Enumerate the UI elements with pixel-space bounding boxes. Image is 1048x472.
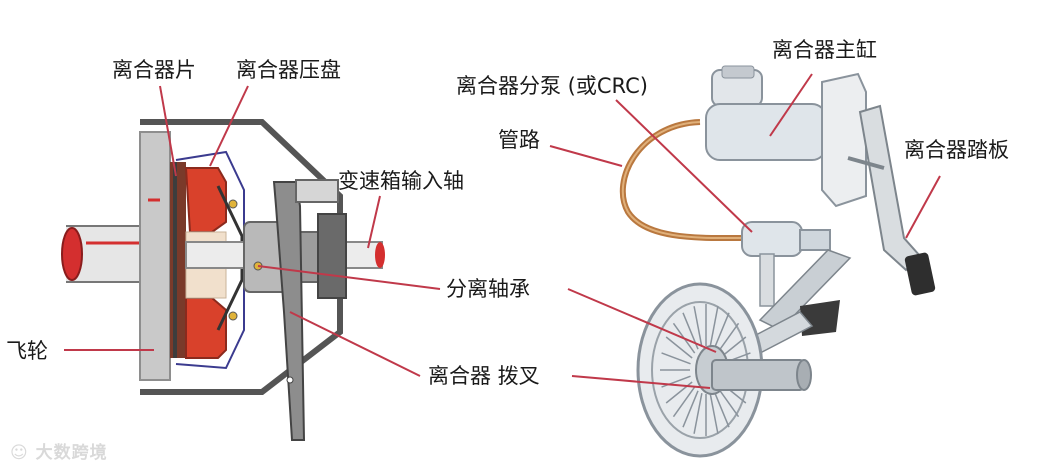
leader-pedal — [905, 175, 941, 239]
disc-spoke — [713, 390, 730, 428]
disc-spoke — [716, 322, 740, 354]
disc-spoke — [672, 386, 696, 418]
master-cylinder-body — [705, 103, 827, 161]
release-fork — [272, 181, 306, 441]
pedal-bracket — [821, 72, 867, 208]
label-master-cylinder: 离合器主缸 — [772, 38, 877, 62]
leader-clutch-disc — [159, 85, 177, 177]
label-clutch-disc: 离合器片 — [112, 58, 196, 82]
label-release-fork: 离合器 拨叉 — [428, 364, 540, 388]
label-pipe: 管路 — [498, 128, 540, 152]
hydraulic-system — [619, 65, 936, 458]
disc-spoke — [693, 306, 703, 347]
clutch-cross-section — [61, 119, 385, 441]
label-slave-cylinder: 离合器分泵 (或CRC) — [456, 74, 648, 98]
watermark-text: 大数跨境 — [35, 443, 108, 463]
disc-spoke — [661, 375, 691, 388]
leader-pressure-plate — [209, 85, 249, 167]
disc-spoke — [682, 390, 699, 428]
clutch-disc — [170, 162, 186, 358]
leader-master-cylinder — [769, 73, 813, 137]
crankshaft-end — [61, 227, 83, 281]
gearbox-input-shaft — [711, 359, 805, 391]
label-flywheel: 飞轮 — [6, 339, 48, 363]
label-pedal: 离合器踏板 — [904, 138, 1009, 162]
leader-input-shaft — [367, 195, 381, 249]
leader-release-fork-left — [289, 311, 421, 377]
label-pressure-plate: 离合器压盘 — [236, 58, 341, 82]
leader-lines — [64, 73, 941, 389]
disc-spoke — [693, 393, 703, 434]
disc-spoke — [709, 393, 719, 434]
leader-slave-cylinder — [615, 99, 753, 233]
label-release-bearing: 分离轴承 — [446, 277, 530, 301]
disc-spoke — [709, 306, 719, 347]
watermark: ☺ 大数跨境 — [10, 438, 108, 463]
disc-spoke — [661, 352, 691, 365]
disc-spoke — [665, 336, 693, 359]
leader-release-fork-right — [571, 375, 711, 389]
pressure-plate — [184, 167, 227, 233]
watermark-logo-icon: ☺ — [10, 443, 36, 463]
pedal-arm — [858, 104, 922, 272]
disc-spoke — [713, 312, 730, 350]
pedal-pad — [904, 252, 936, 296]
leader-release-bearing-left — [257, 265, 441, 290]
leader-release-bearing-right — [567, 288, 717, 353]
flywheel — [139, 131, 171, 381]
disc-spoke — [716, 386, 740, 418]
label-input-shaft: 变速箱输入轴 — [338, 169, 464, 193]
slave-cylinder — [741, 221, 803, 257]
leader-pipe — [549, 145, 623, 167]
